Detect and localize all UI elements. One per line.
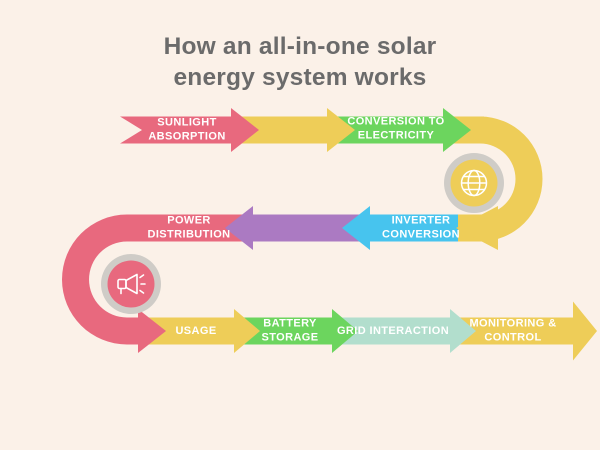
step-label-monitoring-control: MONITORING & CONTROL (469, 317, 557, 344)
arrow-right-icon (327, 108, 355, 152)
globe-icon (460, 169, 488, 197)
arrow-right-icon (443, 108, 471, 152)
megaphone-icon (117, 273, 146, 295)
arrow-right-icon (573, 301, 597, 361)
step-label-power-distribution: POWER DISTRIBUTION (147, 214, 231, 241)
step-label-conversion-electricity: CONVERSION TO ELECTRICITY (347, 115, 445, 142)
arrow-right-icon (332, 309, 358, 353)
arrow-left-icon (456, 206, 498, 250)
megaphone-badge (101, 254, 161, 314)
arrow-left-icon (225, 206, 253, 250)
arrow-right-icon (234, 309, 260, 353)
u-curve-right (480, 116, 543, 242)
page-title-line1: How an all-in-one solar (163, 33, 437, 60)
step-label-sunlight-absorption: SUNLIGHT ABSORPTION (148, 116, 226, 143)
page-title: How an all-in-one solar energy system wo… (0, 31, 600, 94)
arrow-right-icon (231, 108, 259, 152)
step-label-grid-interaction: GRID INTERACTION (336, 324, 450, 337)
step-label-battery-storage: BATTERY STORAGE (261, 317, 319, 344)
step-label-inverter-conversion: INVERTER CONVERSION (382, 214, 460, 241)
page-title-line2: energy system works (173, 64, 427, 92)
arrow-left-icon (342, 206, 370, 250)
u-curve-left (61, 214, 127, 345)
step-label-usage: USAGE (175, 324, 217, 337)
step-power-distribution-arrow (61, 214, 258, 353)
globe-badge (444, 153, 504, 213)
step-sunlight-absorption-arrow (120, 108, 259, 152)
arrow-right-icon (450, 309, 476, 353)
arrow-right-icon (138, 309, 166, 353)
